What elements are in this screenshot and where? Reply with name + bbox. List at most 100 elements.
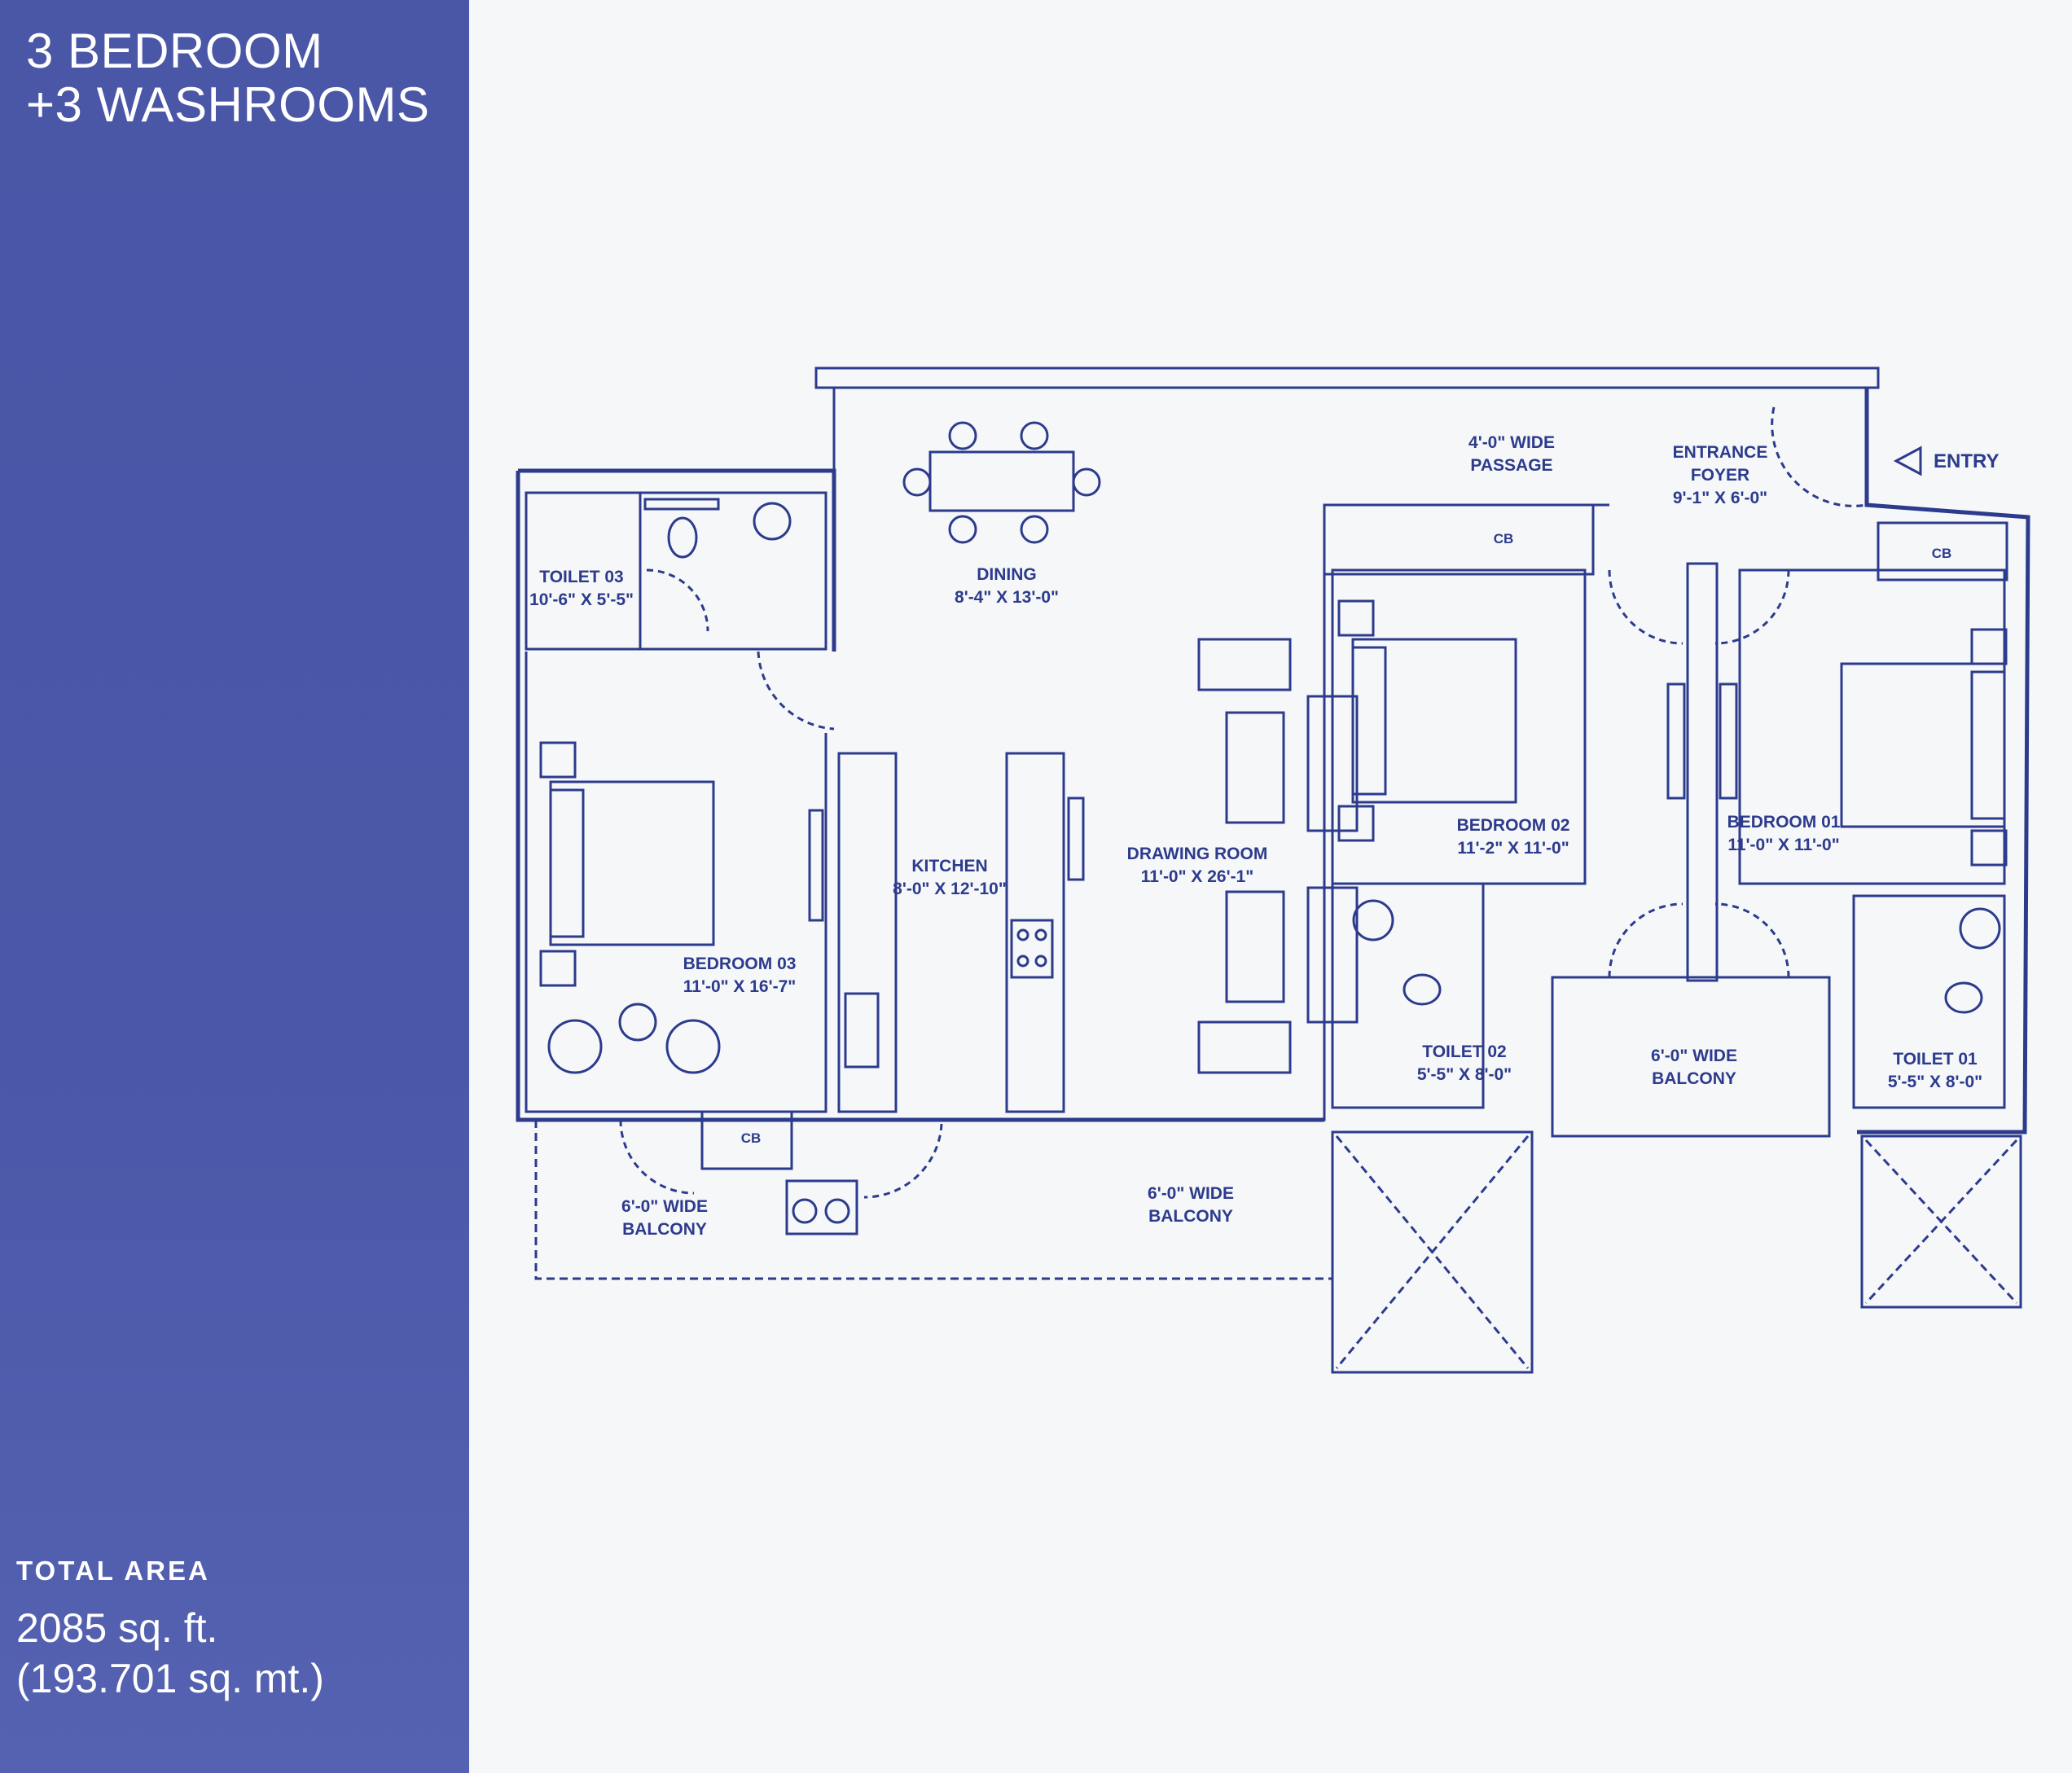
label-toilet02: TOILET 02 5'-5" X 8'-0" xyxy=(1417,1041,1512,1086)
balcony-right xyxy=(1551,976,1831,1138)
entry-label: ENTRY xyxy=(1934,450,2000,472)
balcony-left-name: BALCONY xyxy=(622,1220,707,1239)
cb-bedroom02 xyxy=(1323,503,1595,576)
door-swing-bedroom01 xyxy=(1714,569,1790,645)
foyer-name2: FOYER xyxy=(1690,466,1750,485)
dining-table xyxy=(928,450,1075,512)
foyer-dim: 9'-1" X 6'-0" xyxy=(1672,489,1768,507)
kitchen-sink xyxy=(844,992,880,1069)
burner-1 xyxy=(1016,928,1029,941)
sofa-top xyxy=(1197,638,1292,691)
toilet02-dim: 5'-5" X 8'-0" xyxy=(1416,1065,1512,1084)
basin-toilet02 xyxy=(1352,899,1394,941)
coffee-table-bottom xyxy=(1225,890,1285,1003)
shaft-center xyxy=(1331,1130,1534,1374)
dining-name: DINING xyxy=(977,565,1037,584)
toilet03-name: TOILET 03 xyxy=(539,568,624,586)
nightstand-top-bedroom03 xyxy=(539,741,577,779)
kitchen-hob xyxy=(1010,919,1054,979)
label-toilet01: TOILET 01 5'-5" X 8'-0" xyxy=(1888,1048,1982,1094)
cb-label-balcony: CB xyxy=(740,1130,762,1146)
sidebar-panel: 3 BEDROOM +3 WASHROOMS TOTAL AREA 2085 s… xyxy=(0,0,469,1773)
wardrobe-bedroom03 xyxy=(808,809,824,922)
toilet03-dim: 10'-6" X 5'-5" xyxy=(529,590,634,609)
door-swing-balcony-left xyxy=(1608,902,1684,978)
label-balcony-bottom: 6'-0" WIDE BALCONY xyxy=(1148,1183,1234,1228)
bedroom01-dim: 11'-0" X 11'-0" xyxy=(1727,836,1840,854)
dining-dim: 8'-4" X 13'-0" xyxy=(955,588,1059,607)
balcony-bottom-name: BALCONY xyxy=(1148,1207,1233,1226)
nightstand-bottom-bedroom03 xyxy=(539,950,577,987)
foyer-name: ENTRANCE xyxy=(1672,443,1768,462)
balcony-right-width: 6'-0" WIDE xyxy=(1651,1047,1737,1065)
entry-arrow-icon xyxy=(1893,445,1922,476)
label-dining: DINING 8'-4" X 13'-0" xyxy=(955,564,1059,609)
label-bedroom02: BEDROOM 02 11'-2" X 11'-0" xyxy=(1457,814,1570,860)
toilet03-room xyxy=(525,491,827,651)
total-area-label: TOTAL AREA xyxy=(16,1556,210,1586)
toilet02-name: TOILET 02 xyxy=(1422,1042,1507,1061)
floor-plan-drawing xyxy=(516,366,2030,1374)
label-drawing-room: DRAWING ROOM 11'-0" X 26'-1" xyxy=(1127,843,1268,889)
cb-bedroom01 xyxy=(1877,521,2008,581)
outer-wall-left xyxy=(516,471,1324,1122)
cb-label-bedroom01: CB xyxy=(1931,546,1952,561)
shaft-right-cross xyxy=(1864,1139,2018,1305)
nightstand-bottom-bedroom01 xyxy=(1970,829,2008,867)
fridge-unit xyxy=(1067,797,1085,881)
label-kitchen: KITCHEN 8'-0" X 12'-10" xyxy=(893,855,1007,901)
door-swing-balcony-right xyxy=(1714,902,1790,978)
wc-toilet01 xyxy=(1944,981,1983,1014)
door-swing-balcony-bedroom03 xyxy=(619,1119,695,1195)
label-balcony-right: 6'-0" WIDE BALCONY xyxy=(1651,1045,1737,1091)
toilet02-room xyxy=(1331,882,1485,1109)
toilet01-dim: 5'-5" X 8'-0" xyxy=(1887,1073,1983,1091)
bedroom03-name: BEDROOM 03 xyxy=(683,955,797,973)
dining-chair xyxy=(1020,421,1049,450)
title-washrooms: +3 WASHROOMS xyxy=(26,77,430,132)
wc-toilet02 xyxy=(1403,973,1442,1006)
wardrobe-right xyxy=(1719,682,1738,800)
armchair-left xyxy=(547,1019,603,1074)
burner-3 xyxy=(1016,955,1029,968)
bed-pillows-bedroom02 xyxy=(1351,646,1387,796)
nightstand-top-bedroom01 xyxy=(1970,628,2008,665)
shaft-center-cross xyxy=(1335,1135,1530,1369)
label-passage: 4'-0" WIDE PASSAGE xyxy=(1468,432,1555,477)
kitchen-name: KITCHEN xyxy=(911,857,988,876)
dining-chair xyxy=(948,515,977,544)
toilet01-room xyxy=(1852,894,2006,1109)
door-swing-bedroom03 xyxy=(757,651,835,731)
door-swing-bedroom02 xyxy=(1608,569,1684,645)
nightstand-top-bedroom02 xyxy=(1337,599,1375,637)
kitchen-counter-left xyxy=(837,752,898,1113)
cb-balcony xyxy=(700,1110,793,1170)
dining-chair xyxy=(902,467,932,497)
dryer-drum xyxy=(824,1198,850,1224)
basin-toilet03 xyxy=(753,502,792,541)
central-wardrobe xyxy=(1686,562,1719,982)
cb-label-bedroom02: CB xyxy=(1493,531,1514,546)
bedroom03-walls xyxy=(525,652,827,1113)
drawing-name: DRAWING ROOM xyxy=(1126,845,1268,863)
toilet01-name: TOILET 01 xyxy=(1893,1050,1978,1069)
balcony-left-width: 6'-0" WIDE xyxy=(621,1197,708,1216)
bed-bedroom01 xyxy=(1840,662,2006,828)
floor-plan: TOILET 03 10'-6" X 5'-5" DINING 8'-4" X … xyxy=(469,0,2072,1773)
bed-pillows-bedroom01 xyxy=(1970,670,2006,820)
door-swing-toilet03 xyxy=(646,568,709,632)
bedroom01-name: BEDROOM 01 xyxy=(1727,813,1841,832)
washing-machine xyxy=(785,1179,858,1235)
nightstand-bottom-bedroom02 xyxy=(1337,805,1375,842)
passage-width: 4'-0" WIDE xyxy=(1468,433,1555,452)
area-sqmt: (193.701 sq. mt.) xyxy=(16,1656,324,1701)
balcony-bottom-width: 6'-0" WIDE xyxy=(1148,1184,1234,1203)
kitchen-dim: 8'-0" X 12'-10" xyxy=(893,880,1007,898)
area-sqft: 2085 sq. ft. xyxy=(16,1605,218,1651)
label-bedroom01: BEDROOM 01 11'-0" X 11'-0" xyxy=(1727,811,1841,857)
drawing-room-walls xyxy=(1072,503,1609,1121)
label-foyer: ENTRANCE FOYER 9'-1" X 6'-0" xyxy=(1673,441,1768,510)
burner-2 xyxy=(1034,928,1047,941)
dining-chair xyxy=(948,421,977,450)
outer-wall-left-top xyxy=(518,468,836,652)
